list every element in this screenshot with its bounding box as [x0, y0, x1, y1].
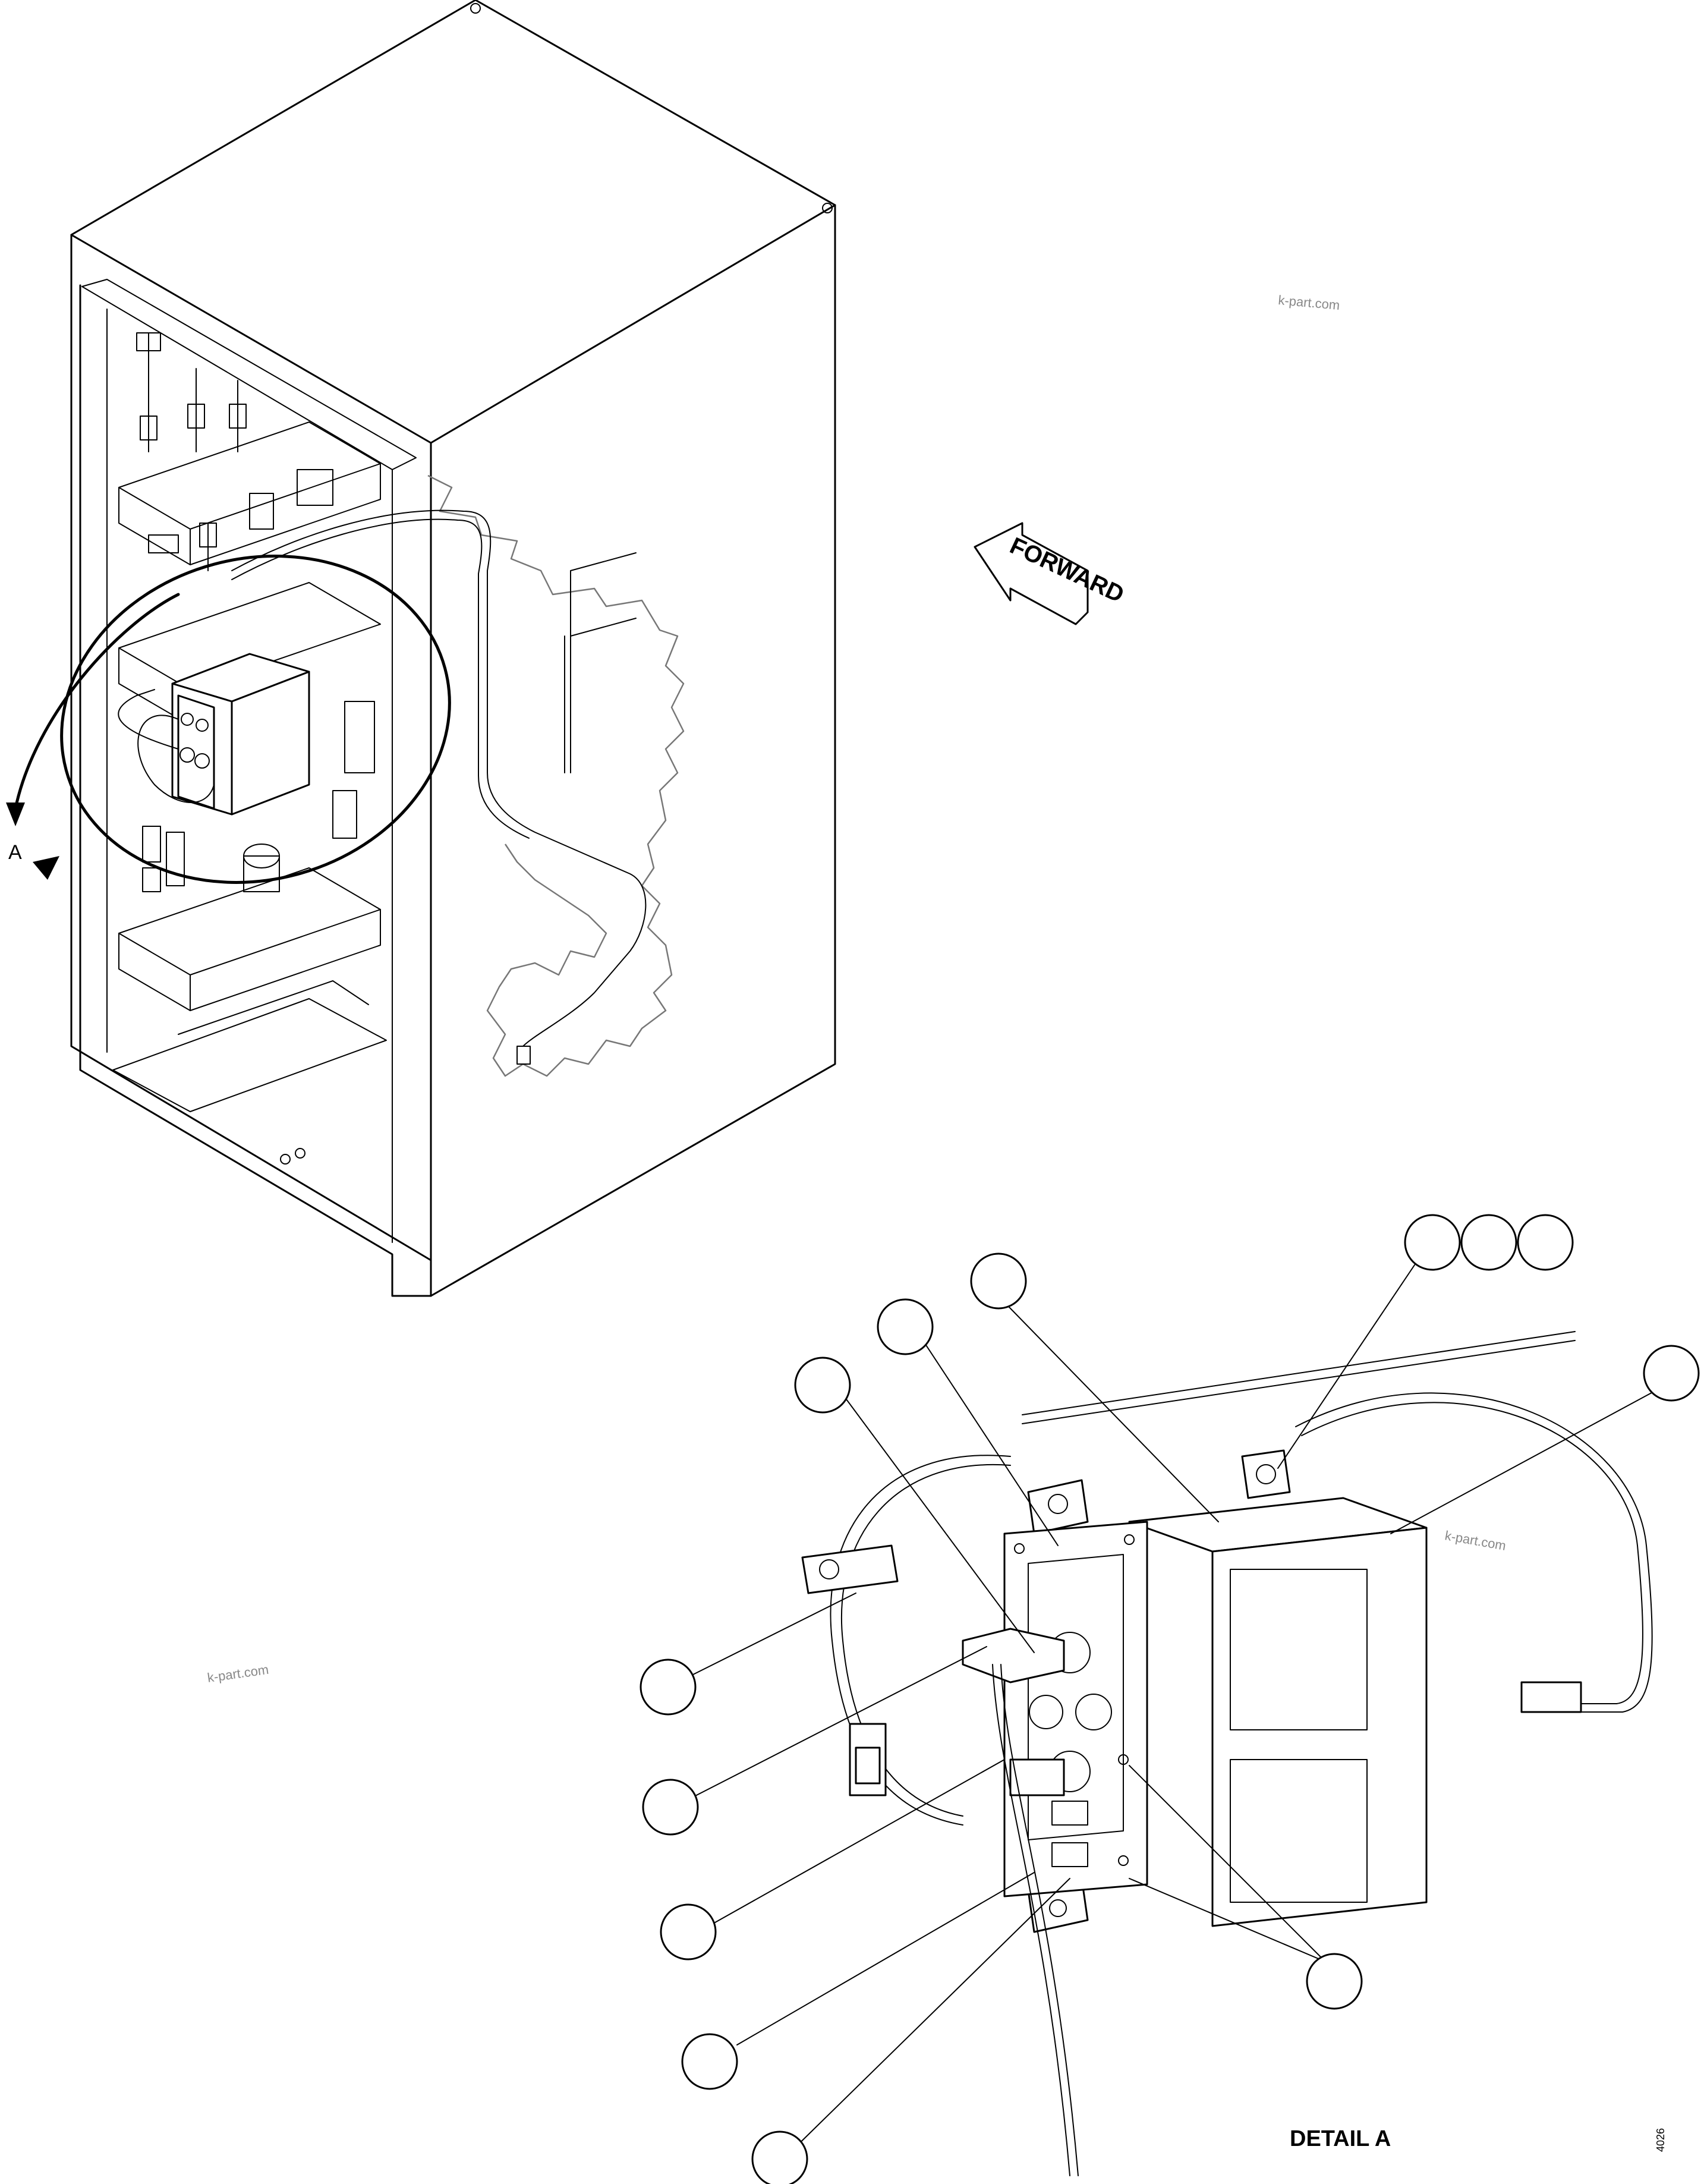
cable-connector	[1520, 1681, 1582, 1713]
detail-a-view	[801, 1331, 1653, 2176]
control-box-small	[118, 653, 310, 816]
callout-balloon	[660, 1903, 717, 1960]
equipment-cabinet: A	[6, 0, 836, 1297]
callout-balloon	[642, 1779, 699, 1836]
figure-code: 4026	[1655, 2128, 1667, 2152]
detail-a-marker: A	[8, 841, 22, 864]
callout-balloon	[640, 1659, 697, 1716]
callout-balloons	[640, 1214, 1700, 2184]
callout-balloon	[681, 2033, 738, 2090]
callout-balloon	[1306, 1953, 1363, 2010]
callout-balloon	[794, 1357, 851, 1414]
callout-balloon	[1460, 1214, 1517, 1271]
forward-arrow: FORWARD	[974, 522, 1128, 625]
callout-balloon	[877, 1298, 934, 1355]
callout-balloon	[1404, 1214, 1461, 1271]
upper-connectors	[136, 332, 333, 571]
detail-arrowhead-icon	[6, 803, 25, 826]
watermark-1: k-part.com	[1278, 292, 1341, 313]
watermark-3: k-part.com	[206, 1662, 269, 1685]
callout-balloon	[970, 1253, 1027, 1310]
callout-leaders	[689, 1264, 1689, 2158]
detail-title: DETAIL A	[1290, 2126, 1391, 2151]
callout-balloon	[751, 2130, 808, 2184]
detail-a-circle	[6, 555, 451, 884]
callout-balloon	[1517, 1214, 1574, 1271]
callout-balloon	[1643, 1345, 1700, 1402]
watermark-2: k-part.com	[1444, 1528, 1507, 1553]
